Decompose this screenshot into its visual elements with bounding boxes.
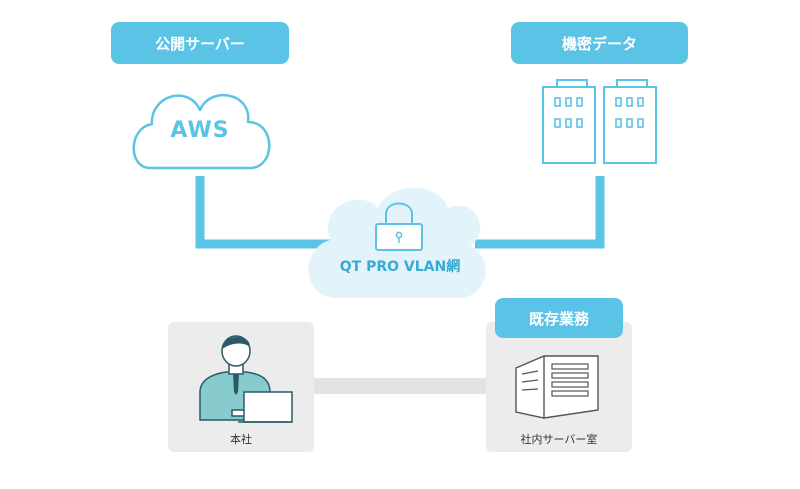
aws-cloud-icon [132,93,271,170]
aws-label: AWS [170,118,230,143]
aws-connector-line [195,176,330,249]
office-connector-line [310,378,490,394]
server-room-caption: 社内サーバー室 [520,433,598,446]
data-connector-line [475,176,605,249]
public-server-label: 公開サーバー [111,22,289,64]
confidential-data-label: 機密データ [511,22,688,64]
building-icon-right [603,79,657,164]
existing-business-label: 既存業務 [495,298,623,338]
network-label: QT PRO VLAN網 [339,259,461,275]
head-office-caption: 本社 [230,433,252,446]
lock-icon [375,202,423,251]
building-icon-left [542,79,596,164]
